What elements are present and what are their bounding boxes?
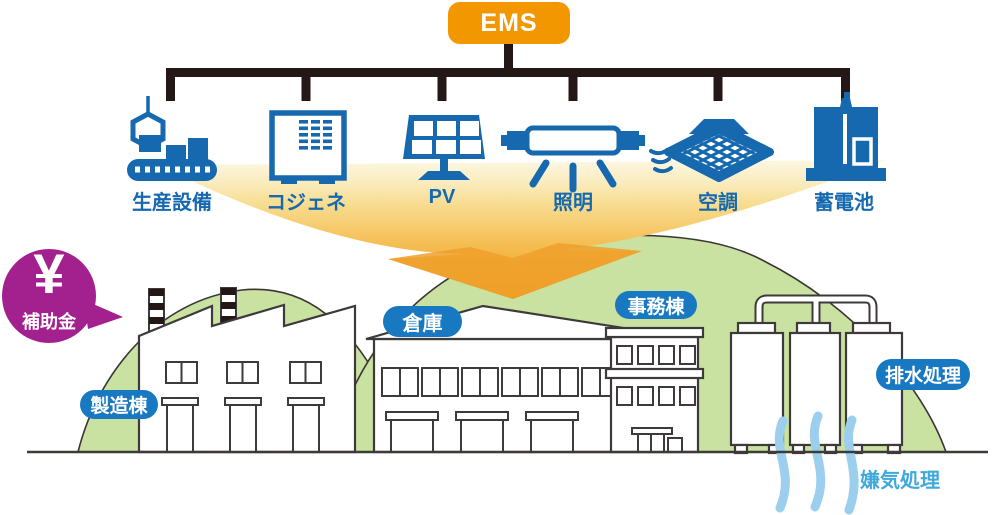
air-flow-waves bbox=[649, 148, 673, 174]
yen-symbol: ¥ bbox=[33, 242, 65, 305]
anaerobic-label: 嫌気処理 bbox=[860, 470, 940, 492]
wastewater-label-pill: 排水処理 bbox=[876, 359, 970, 390]
warehouse-building bbox=[365, 304, 695, 454]
device-label-aircon: 空調 bbox=[698, 192, 738, 214]
connector-tree bbox=[166, 43, 850, 101]
device-label-lighting: 照明 bbox=[553, 192, 593, 214]
ems-node: EMS bbox=[448, 2, 570, 44]
office-building bbox=[604, 326, 705, 454]
device-label-pv: PV bbox=[428, 186, 456, 208]
lighting-icon bbox=[501, 125, 645, 193]
solar-panel-icon bbox=[403, 115, 485, 180]
device-icons bbox=[127, 92, 886, 193]
energy-funnel-arrow bbox=[158, 160, 886, 299]
storage-battery-icon bbox=[806, 92, 886, 181]
air-conditioner-icon bbox=[649, 119, 774, 182]
warehouse-label: 倉庫 bbox=[402, 313, 443, 335]
factory-label-pill: 製造棟 bbox=[80, 390, 158, 419]
cogeneration-icon bbox=[269, 110, 347, 184]
factory-chimney-1 bbox=[148, 288, 165, 333]
subsidy-bubble bbox=[2, 249, 123, 343]
device-label-battery: 蓄電池 bbox=[814, 192, 874, 214]
factory-label: 製造棟 bbox=[90, 396, 148, 417]
factory-building bbox=[137, 303, 357, 454]
office-label-pill: 事務棟 bbox=[615, 291, 697, 319]
ems-label: EMS bbox=[480, 8, 538, 37]
device-label-cogeneration: コジェネ bbox=[266, 192, 346, 214]
office-label: 事務棟 bbox=[627, 296, 685, 318]
device-label-production: 生産設備 bbox=[132, 192, 212, 214]
subsidy-label: 補助金 bbox=[22, 312, 76, 332]
buildings bbox=[137, 287, 904, 455]
wastewater-label: 排水処理 bbox=[884, 366, 961, 387]
anaerobic-waves bbox=[774, 411, 859, 515]
arrowhead bbox=[388, 243, 642, 299]
warehouse-label-pill: 倉庫 bbox=[383, 306, 462, 337]
production-equipment-icon bbox=[127, 96, 217, 181]
